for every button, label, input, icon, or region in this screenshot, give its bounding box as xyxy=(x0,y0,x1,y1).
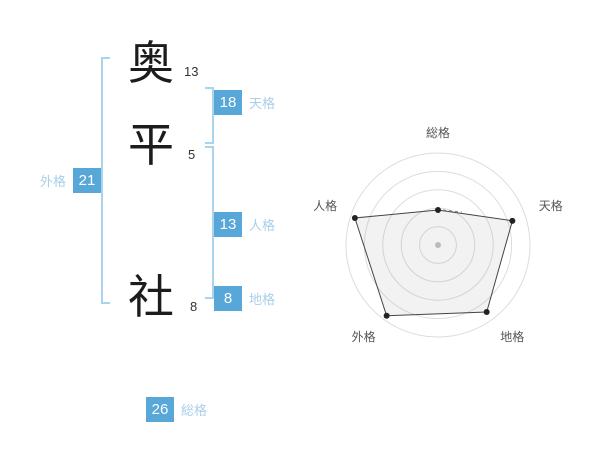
jinkaku-label: 人格 xyxy=(249,218,276,233)
jinkaku-value: 13 xyxy=(214,212,242,237)
chikaku-value: 8 xyxy=(214,286,242,311)
radar-chart-area: 総格天格地格 外格 人格 xyxy=(303,113,600,383)
name-char-3: 社 xyxy=(128,271,174,323)
stroke-count-3: 8 xyxy=(190,299,198,314)
soukaku-score: 26 総格 xyxy=(146,397,207,422)
tenkaku-label: 天格 xyxy=(249,96,276,111)
stroke-count-2: 5 xyxy=(188,147,196,162)
radar-axis-label: 総格 xyxy=(426,125,450,140)
gaikaku-label: 外格 xyxy=(40,174,67,189)
tenkaku-bracket xyxy=(205,87,214,144)
chikaku-score: 8 地格 xyxy=(214,286,275,311)
radar-axis-label: 外格 xyxy=(352,329,376,344)
tenkaku-value: 18 xyxy=(214,90,242,115)
jinkaku-bracket xyxy=(205,146,214,299)
stroke-count-1: 13 xyxy=(184,64,199,79)
radar-axis-label: 天格 xyxy=(539,198,563,213)
chikaku-label: 地格 xyxy=(249,292,276,307)
radar-axis-label: 地格 xyxy=(500,329,524,344)
soukaku-value: 26 xyxy=(146,397,174,422)
gaikaku-score: 外格 21 xyxy=(40,168,102,193)
tenkaku-score: 18 天格 xyxy=(214,90,275,115)
gaikaku-value: 21 xyxy=(73,168,102,193)
soukaku-label: 総格 xyxy=(181,403,208,418)
jinkaku-score: 13 人格 xyxy=(214,212,275,237)
name-char-2: 平 xyxy=(128,119,174,171)
gaikaku-bracket xyxy=(101,57,110,304)
radar-axis-label: 人格 xyxy=(313,198,337,213)
name-char-1: 奥 xyxy=(128,37,174,89)
